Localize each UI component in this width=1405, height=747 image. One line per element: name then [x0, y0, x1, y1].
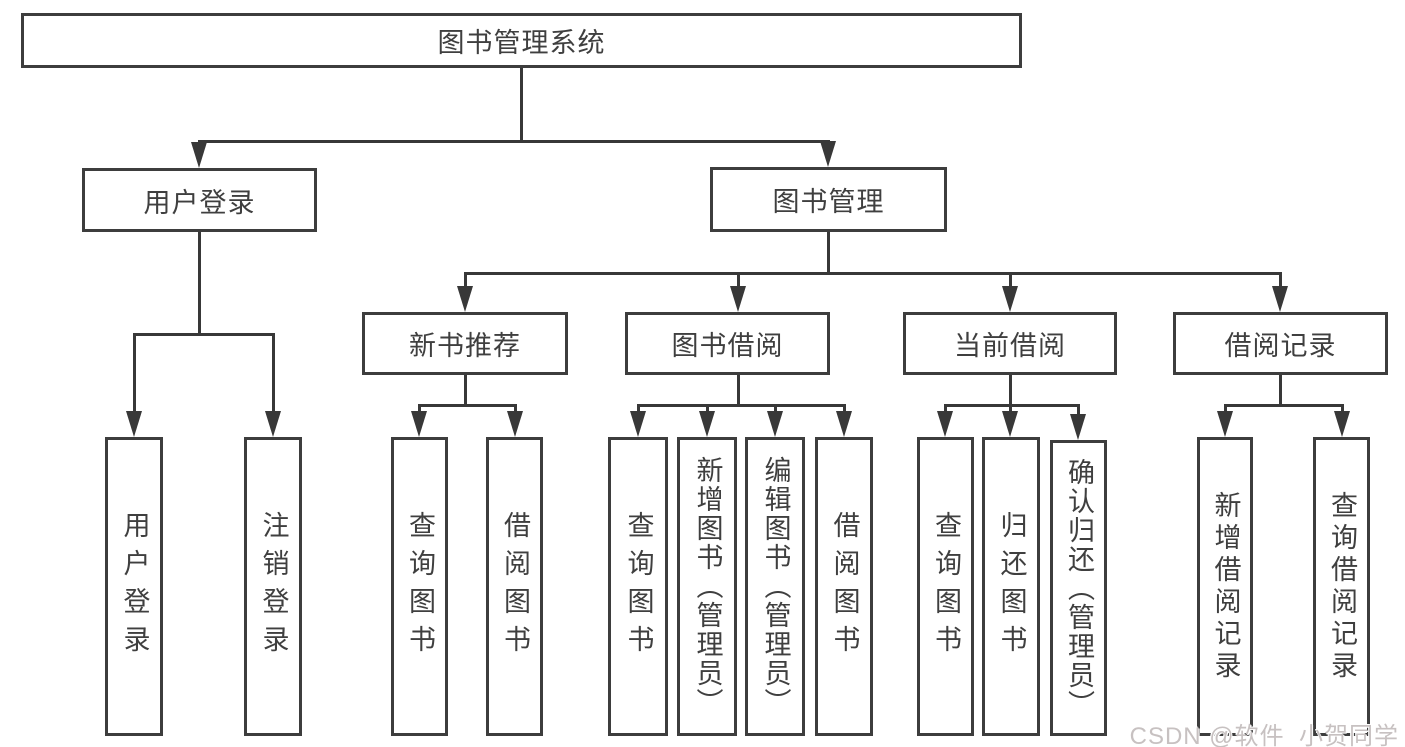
- node-col-query-record-label: 查询借阅记录: [1327, 490, 1357, 683]
- connector-user-login-horizontal: [133, 333, 274, 336]
- arrowhead-book-mgmt: [820, 141, 836, 167]
- connector-drop-col-user-login: [133, 333, 136, 413]
- connector-root-trunk: [520, 68, 523, 142]
- arrowhead-return-book: [1002, 411, 1018, 437]
- connector-current-borrow-horizontal: [944, 404, 1080, 407]
- connector-drop-return-book: [1009, 404, 1012, 414]
- connector-borrow-records-trunk: [1279, 375, 1282, 407]
- connector-current-borrow-trunk: [1009, 375, 1012, 407]
- node-col-return-book-label: 归还图书: [996, 510, 1027, 663]
- arrowhead-borrow-book-2: [836, 411, 852, 437]
- connector-drop-add-book: [706, 404, 709, 414]
- node-col-query-book-1: 查询图书: [391, 437, 448, 736]
- node-col-confirm-return: 确认归还（管理员）: [1050, 440, 1107, 736]
- node-col-add-record: 新增借阅记录: [1197, 437, 1253, 736]
- connector-book-borrow-trunk: [737, 375, 740, 407]
- node-current-borrow-label: 当前借阅: [954, 331, 1066, 361]
- node-col-add-book: 新增图书（管理员）: [677, 437, 737, 736]
- csdn-watermark: CSDN @软件_小贺同学: [1129, 723, 1399, 747]
- connector-drop-query-book-3: [944, 404, 947, 414]
- node-col-borrow-book-2-label: 借阅图书: [829, 510, 860, 663]
- node-col-user-login-label: 用户登录: [119, 510, 150, 663]
- node-col-return-book: 归还图书: [982, 437, 1040, 736]
- connector-drop-borrow-book-2: [843, 404, 846, 414]
- arrowhead-query-book-1: [411, 411, 427, 437]
- node-col-add-book-label: 新增图书（管理员）: [692, 456, 723, 717]
- node-col-add-record-label: 新增借阅记录: [1210, 490, 1241, 683]
- node-new-book-rec-label: 新书推荐: [409, 331, 521, 361]
- node-col-borrow-book-1-label: 借阅图书: [500, 510, 530, 663]
- connector-book-mgmt-trunk: [827, 232, 830, 275]
- node-user-login: 用户登录: [82, 168, 317, 232]
- arrowhead-current-borrow: [1002, 286, 1018, 312]
- arrowhead-query-record: [1334, 411, 1350, 437]
- arrowhead-add-book: [699, 411, 715, 437]
- node-col-borrow-book-1: 借阅图书: [486, 437, 543, 736]
- node-col-query-record: 查询借阅记录: [1313, 437, 1370, 736]
- node-col-query-book-3: 查询图书: [917, 437, 974, 736]
- node-col-edit-book: 编辑图书（管理员）: [745, 437, 805, 736]
- arrowhead-borrow-book-1: [507, 411, 523, 437]
- connector-drop-borrow-records: [1279, 272, 1282, 290]
- connector-drop-new-book-rec: [464, 272, 467, 290]
- node-book-borrow-label: 图书借阅: [671, 331, 784, 361]
- connector-drop-confirm-return: [1077, 404, 1080, 414]
- connector-drop-borrow-book-1: [514, 404, 517, 414]
- node-root-label: 图书管理系统: [437, 28, 606, 58]
- node-user-login-label: 用户登录: [143, 187, 256, 218]
- node-new-book-rec: 新书推荐: [362, 312, 568, 375]
- node-book-borrow: 图书借阅: [625, 312, 830, 375]
- arrowhead-confirm-return: [1070, 414, 1086, 440]
- connector-drop-query-book-2: [637, 404, 640, 414]
- node-current-borrow: 当前借阅: [903, 312, 1117, 375]
- connector-new-book-rec-trunk: [464, 375, 467, 407]
- node-col-query-book-1-label: 查询图书: [405, 510, 435, 663]
- connector-drop-book-borrow: [737, 272, 740, 290]
- node-col-logout-label: 注销登录: [258, 510, 289, 663]
- connector-drop-query-book-1: [418, 404, 421, 414]
- node-col-logout: 注销登录: [244, 437, 302, 736]
- connector-drop-current-borrow: [1009, 272, 1012, 290]
- connector-borrow-records-horizontal: [1224, 404, 1343, 407]
- connector-book-mgmt-horizontal: [464, 272, 1282, 275]
- connector-drop-edit-book: [774, 404, 777, 414]
- arrowhead-new-book-rec: [457, 286, 473, 312]
- arrowhead-borrow-records: [1272, 286, 1288, 312]
- node-root: 图书管理系统: [21, 13, 1022, 68]
- arrowhead-query-book-3: [937, 411, 953, 437]
- node-book-mgmt: 图书管理: [710, 167, 947, 232]
- connector-user-login-trunk: [198, 232, 201, 336]
- connector-root-horizontal: [198, 140, 830, 143]
- node-col-query-book-2-label: 查询图书: [623, 510, 654, 663]
- connector-drop-col-logout: [272, 333, 275, 413]
- arrowhead-edit-book: [767, 411, 783, 437]
- node-col-query-book-2: 查询图书: [608, 437, 668, 736]
- arrowhead-col-logout: [265, 411, 281, 437]
- node-borrow-records-label: 借阅记录: [1224, 331, 1337, 361]
- arrowhead-add-record: [1217, 411, 1233, 437]
- node-col-confirm-return-label: 确认归还（管理员）: [1064, 457, 1094, 719]
- node-col-query-book-3-label: 查询图书: [931, 510, 961, 663]
- connector-new-book-rec-horizontal: [418, 404, 517, 407]
- arrowhead-user-login: [191, 142, 207, 168]
- node-col-borrow-book-2: 借阅图书: [815, 437, 873, 736]
- node-book-mgmt-label: 图书管理: [772, 187, 885, 217]
- node-col-user-login: 用户登录: [105, 437, 163, 736]
- connector-book-borrow-horizontal: [637, 404, 846, 407]
- node-col-edit-book-label: 编辑图书（管理员）: [760, 456, 791, 717]
- node-borrow-records: 借阅记录: [1173, 312, 1388, 375]
- connector-drop-query-record: [1341, 404, 1344, 414]
- arrowhead-book-borrow: [730, 286, 746, 312]
- arrowhead-query-book-2: [630, 411, 646, 437]
- arrowhead-col-user-login: [126, 411, 142, 437]
- connector-drop-add-record: [1224, 404, 1227, 414]
